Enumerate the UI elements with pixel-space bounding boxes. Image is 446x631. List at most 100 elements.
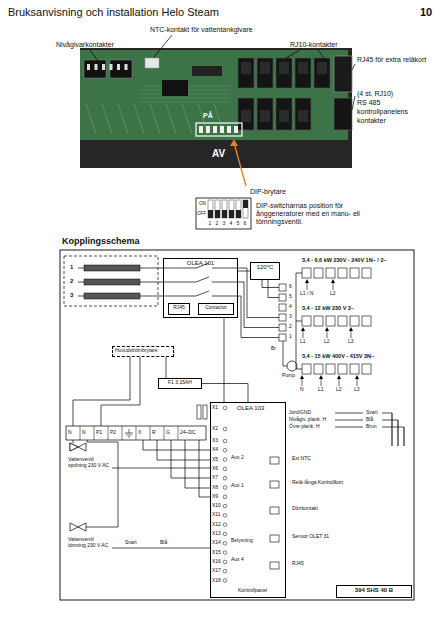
mains-terminal: [338, 316, 347, 326]
dip-slot: [215, 200, 220, 218]
schematic-label: Blå: [160, 540, 167, 546]
leader-line: [318, 50, 324, 58]
wire: [212, 268, 238, 269]
ground-symbol: [129, 429, 130, 433]
supply-arrow: [303, 330, 304, 338]
mains-terminal: [326, 364, 335, 374]
rj10-jack: [257, 58, 273, 88]
schematic-label: Dörrkontakt: [292, 506, 318, 512]
dip-knob: [229, 210, 234, 218]
terminal: [279, 304, 286, 311]
callout-label: OFF: [197, 211, 206, 216]
valve-symbol: [70, 443, 86, 451]
fuse-box: F1 3,15AH: [158, 378, 202, 389]
schematic-label: X5: [212, 457, 218, 463]
wire: [73, 440, 74, 443]
terminal: [279, 314, 286, 321]
schematic-label: N: [68, 430, 72, 436]
x-terminal: [223, 476, 227, 480]
rj10-jack: [279, 110, 289, 122]
box-text: Huvudströmbrytare: [115, 348, 171, 354]
callout-label: NTC-kontakt för vattentankgivare: [150, 26, 253, 34]
schematic-label: Kontrollpanel: [238, 588, 267, 594]
mains-terminal: [350, 316, 359, 326]
supply-arrow: [351, 330, 352, 338]
transformer-coil: [197, 405, 201, 419]
wire: [78, 282, 84, 283]
rj45-jack: [334, 56, 352, 92]
page-title: Bruksanvisning och installation Helo Ste…: [8, 6, 219, 19]
wire: [157, 440, 210, 460]
arrow-head: [305, 279, 309, 283]
mains-terminal: [326, 268, 335, 278]
callout-label: PÅ: [203, 112, 213, 120]
x-terminal: [223, 427, 227, 431]
schematic-label: X14: [212, 540, 221, 546]
x-terminal: [223, 514, 227, 518]
pcb-trace: [118, 104, 128, 134]
mains-terminal: [338, 268, 347, 278]
dip-figure: [196, 198, 251, 229]
box-text: F1 3,15AH: [161, 380, 199, 386]
wire: [143, 440, 210, 450]
dip-knob: [236, 210, 241, 218]
box-text: Vattenventil tömning 230 V AC: [68, 537, 110, 549]
board-photo: [80, 48, 352, 168]
board-box: OLEA 101RJ45Contactor: [163, 258, 238, 318]
schematic-label: 24~DC: [180, 430, 196, 436]
mains-terminal: [302, 364, 311, 374]
rj10-jack: [276, 58, 292, 88]
wire: [335, 413, 363, 414]
dip-knob: [243, 200, 248, 208]
level-probe-rod: [391, 413, 392, 446]
box-text: 120°C: [253, 264, 277, 271]
x-terminal: [223, 458, 227, 462]
connector-pin: [102, 64, 105, 70]
box-text: 3,4 - 12 kW 230 V 3~: [302, 305, 410, 311]
callout-label: 6: [244, 221, 247, 227]
schematic-label: X17: [212, 568, 221, 574]
wire: [73, 357, 130, 426]
box-text: Contactor: [201, 305, 231, 311]
rj10-jack: [279, 62, 289, 74]
supply-arrow: [302, 378, 303, 386]
contactor-box: Contactor: [198, 303, 234, 315]
schematic-label: R: [152, 430, 156, 436]
wire: [140, 282, 163, 283]
mains-terminal: [302, 316, 311, 326]
valve-symbol: [70, 443, 86, 451]
dip-switch: [234, 126, 238, 133]
x-terminal: [223, 542, 227, 546]
ground-symbol: [125, 433, 133, 434]
leader-line: [352, 64, 355, 70]
callout-label: 4: [230, 221, 233, 227]
wire: [78, 296, 84, 297]
schematic-label: X16: [212, 559, 221, 565]
schematic-label: P2: [110, 430, 116, 436]
supply-block: 3,4 - 15 kW 400V - 415V 3N~: [300, 352, 412, 362]
schematic-label: G: [166, 430, 170, 436]
schematic-label: 3: [70, 292, 73, 299]
wire: [101, 357, 140, 426]
schematic-label: Aux 4: [231, 557, 244, 563]
dip-switch: [227, 126, 231, 133]
rj10-jack: [298, 110, 308, 122]
leader-line: [90, 50, 98, 61]
arrow-head: [325, 327, 329, 331]
wire: [262, 280, 279, 288]
dip-knob: [222, 210, 227, 218]
wire: [212, 282, 238, 283]
schematic-label: Relä-/ånga Kontrollkort: [292, 480, 347, 486]
supply-arrow: [339, 378, 340, 386]
wire: [78, 268, 84, 269]
strip-divider: [94, 426, 95, 440]
schematic-label: L1: [300, 339, 306, 345]
connector-box: RJ45: [168, 303, 190, 315]
rj10-jack: [295, 58, 311, 88]
pcb-trace: [86, 104, 96, 134]
mains-terminal: [350, 364, 359, 374]
dip-frame: [196, 123, 242, 136]
callout-label: kontrollpanelens: [357, 108, 408, 116]
heating-element: [84, 265, 140, 271]
callout-label: 10: [420, 6, 432, 19]
